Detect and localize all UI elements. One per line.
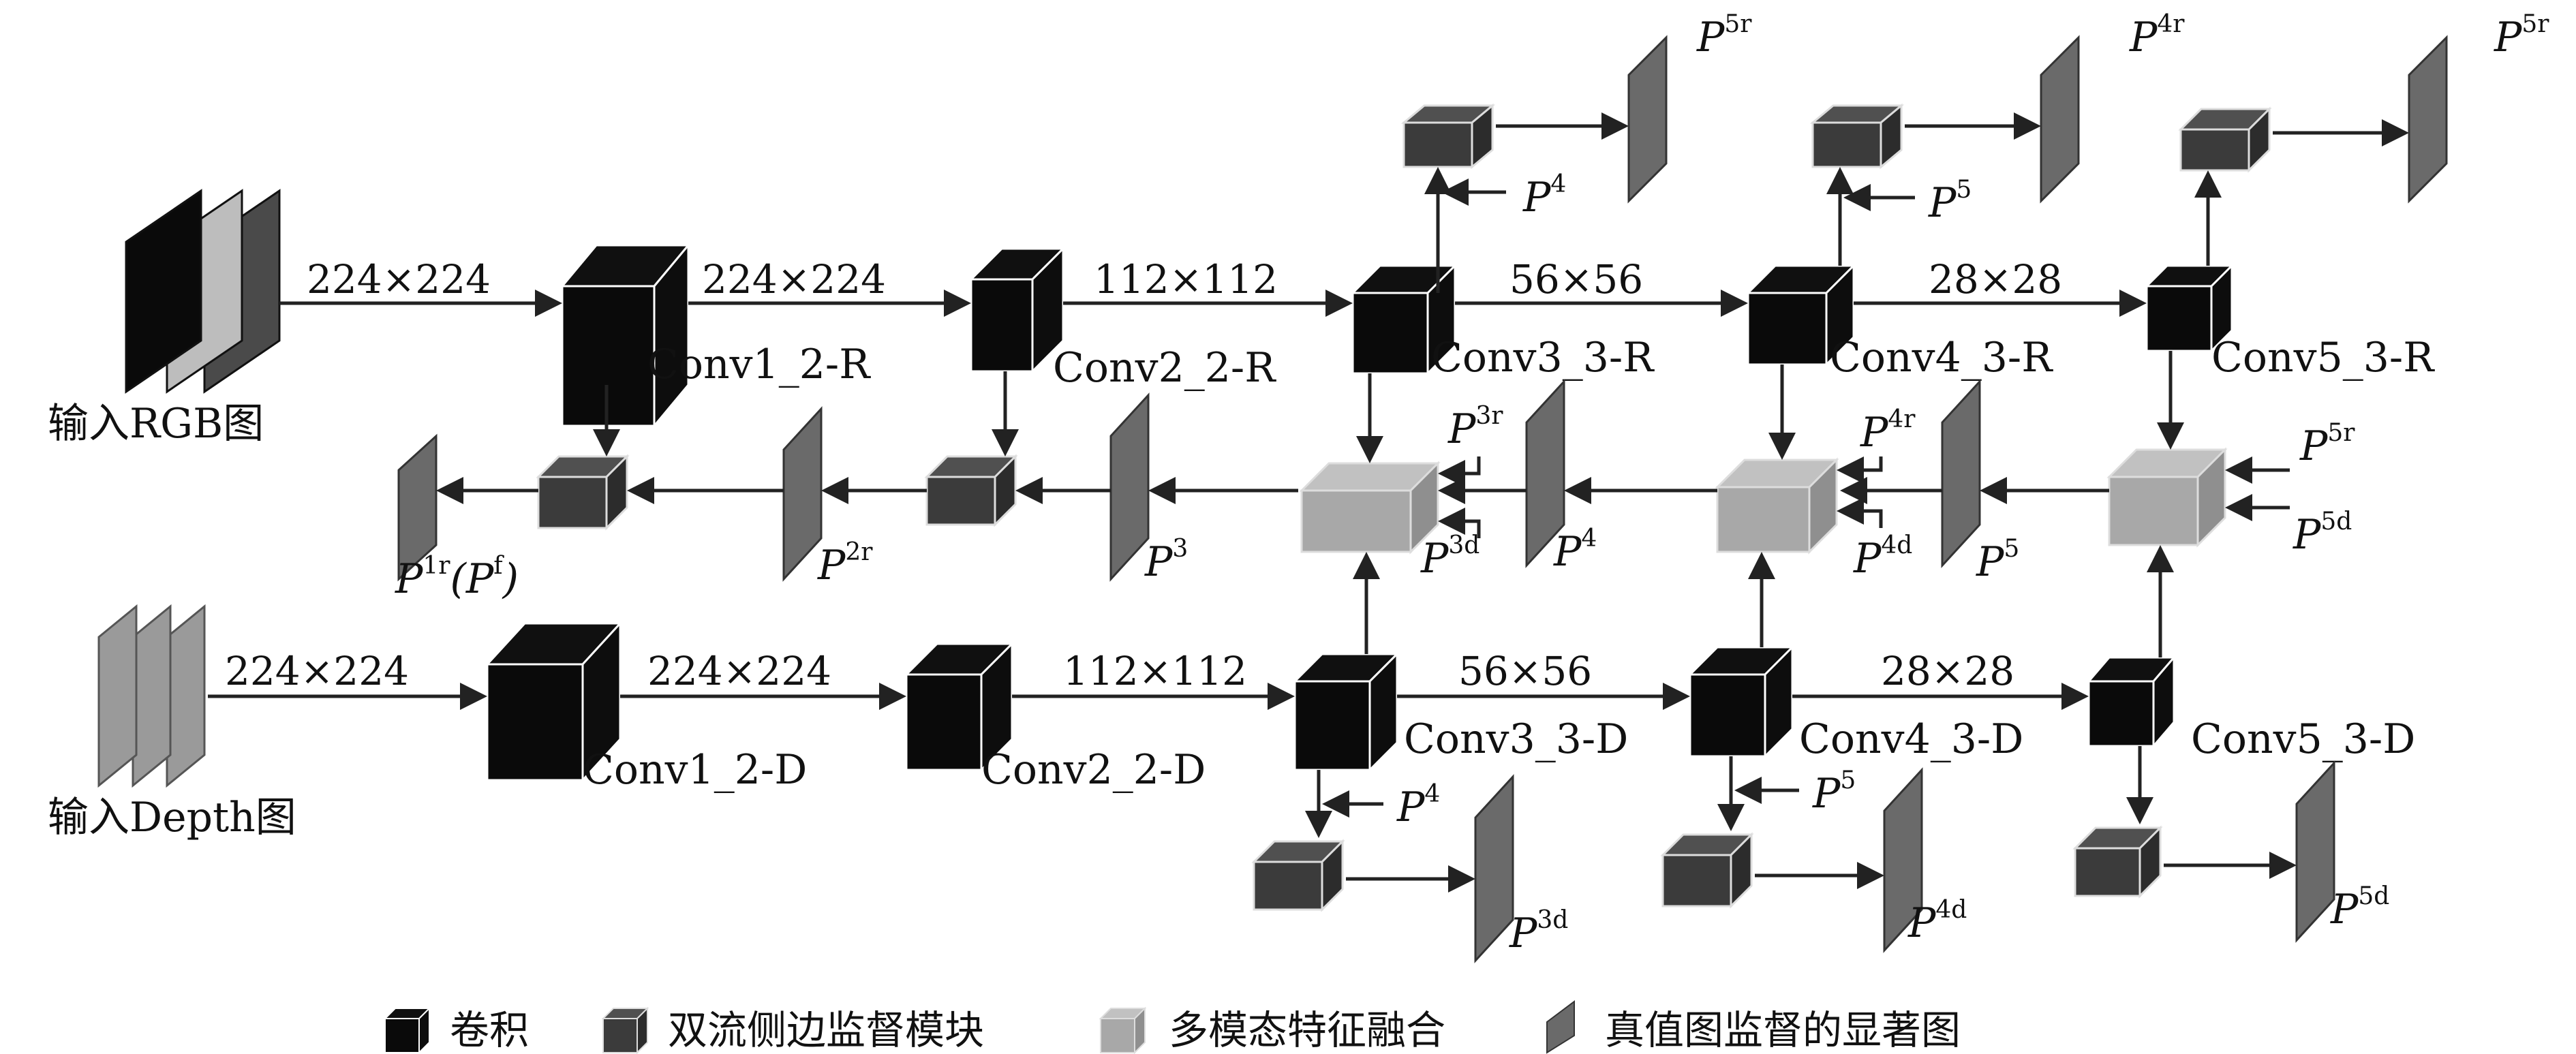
legend-saliency-swatch [1546, 1000, 1575, 1054]
depth-dim-2: 224×224 [647, 648, 831, 694]
p3r-label-fuse3: P3r [1447, 402, 1503, 453]
saliency-p5-mid [1941, 379, 1981, 568]
conv4-r-block [1745, 263, 1856, 367]
conv3-d-label: Conv3_3-D [1404, 715, 1628, 763]
rgb-side-module-3 [1400, 103, 1496, 170]
p4-label-mid: P4 [1553, 525, 1597, 576]
rgb-side-module-5 [2178, 106, 2272, 173]
legend-conv-swatch [383, 1006, 431, 1054]
rgb-dim-1: 224×224 [307, 256, 491, 303]
conv3-r-block [1350, 263, 1458, 376]
saliency-p1r [397, 433, 438, 582]
saliency-p4r-top-4 [2040, 35, 2080, 204]
depth-side-module-3 [1251, 839, 1345, 912]
conv5-r-label: Conv5_3-R [2211, 334, 2435, 382]
legend-saliency-label: 真值图监督的显著图 [1605, 1007, 1961, 1053]
legend: 卷积 双流侧边监督模块 多模态特征融合 真值图监督的显著图 [383, 1000, 1961, 1054]
conv2-r-label: Conv2_2-R [1053, 344, 1276, 392]
conv1-d-label: Conv1_2-D [583, 746, 807, 794]
p1r-pf-label: P1r(Pf) [395, 552, 519, 603]
rgb-input-label: 输入RGB图 [48, 400, 264, 448]
fusion-block-5 [2106, 447, 2228, 548]
p5-label-top-4: P5 [1928, 176, 1972, 227]
conv2-d-block [904, 641, 1015, 773]
p5-label-mid: P5 [1976, 535, 2019, 586]
depth-dim-4: 56×56 [1458, 648, 1592, 694]
depth-dim-1: 224×224 [225, 648, 409, 694]
p2r-label: P2r [817, 538, 873, 589]
rgb-input-stack [125, 189, 281, 394]
p5r-label-fuse5: P5r [2299, 419, 2355, 470]
p5r-label-top-5: P5r [2494, 10, 2549, 61]
p3-label: P3 [1144, 535, 1188, 586]
conv5-d-block [2086, 654, 2177, 749]
conv3-d-block [1292, 651, 1400, 773]
conv5-r-block [2144, 263, 2235, 354]
p3d-label-bottom: P3d [1509, 906, 1568, 957]
depth-side-module-5 [2072, 825, 2163, 899]
saliency-p5r-top-3 [1627, 35, 1668, 204]
p4-label-top-3: P4 [1522, 170, 1566, 221]
conv1-r-label: Conv1_2-R [647, 341, 871, 388]
saliency-p5r-top-5 [2408, 35, 2448, 204]
decoder-side-module-2 [924, 454, 1018, 527]
conv3-r-label: Conv3_3-R [1431, 334, 1655, 382]
rgb-dim-2: 224×224 [702, 256, 886, 303]
saliency-p5d [2295, 760, 2335, 943]
rgb-dim-4: 56×56 [1509, 256, 1643, 303]
legend-fuse-swatch [1099, 1006, 1147, 1054]
conv5-d-label: Conv5_3-D [2191, 715, 2415, 763]
legend-side-label: 双流侧边监督模块 [668, 1007, 984, 1053]
rgb-side-module-4 [1809, 103, 1905, 170]
p4-label-bottom-3: P4 [1396, 780, 1440, 831]
fusion-block-4 [1715, 457, 1839, 555]
saliency-p4-mid [1525, 379, 1565, 568]
legend-conv-label: 卷积 [450, 1007, 529, 1053]
rgb-dim-5: 28×28 [1929, 256, 2062, 303]
legend-side-swatch [601, 1006, 649, 1054]
conv4-d-label: Conv4_3-D [1799, 715, 2023, 763]
p4d-label-fuse4: P4d [1853, 531, 1912, 583]
conv4-d-block [1687, 645, 1795, 759]
saliency-p3 [1109, 392, 1150, 582]
depth-side-module-4 [1660, 832, 1754, 909]
p5d-label-fuse5: P5d [2293, 508, 2352, 559]
saliency-p2r [782, 406, 823, 582]
p5d-label-bottom: P5d [2330, 882, 2389, 933]
depth-dim-3: 112×112 [1063, 648, 1247, 694]
saliency-p4d [1883, 767, 1923, 953]
conv2-r-block [968, 246, 1066, 374]
conv1-d-block [485, 621, 623, 783]
p4r-label-fuse4: P4r [1860, 405, 1916, 456]
conv2-d-label: Conv2_2-D [981, 746, 1206, 794]
saliency-p3d [1474, 774, 1514, 963]
conv4-r-label: Conv4_3-R [1830, 334, 2053, 382]
depth-input-stack [97, 604, 206, 788]
fusion-block-3 [1299, 461, 1441, 555]
p5r-label-top-3: P5r [1696, 10, 1752, 61]
legend-fuse-label: 多模态特征融合 [1169, 1007, 1445, 1053]
decoder-side-module-1 [536, 454, 630, 531]
depth-input-label: 输入Depth图 [48, 794, 296, 841]
depth-dim-5: 28×28 [1881, 648, 2014, 694]
p3d-label-fuse3: P3d [1420, 531, 1479, 583]
conv1-r-block [559, 242, 691, 429]
rgb-dim-3: 112×112 [1094, 256, 1278, 303]
p4r-label-top-4: P4r [2129, 10, 2185, 61]
p5-label-bottom-4: P5 [1812, 766, 1856, 818]
p4d-label-bottom: P4d [1907, 896, 1967, 947]
